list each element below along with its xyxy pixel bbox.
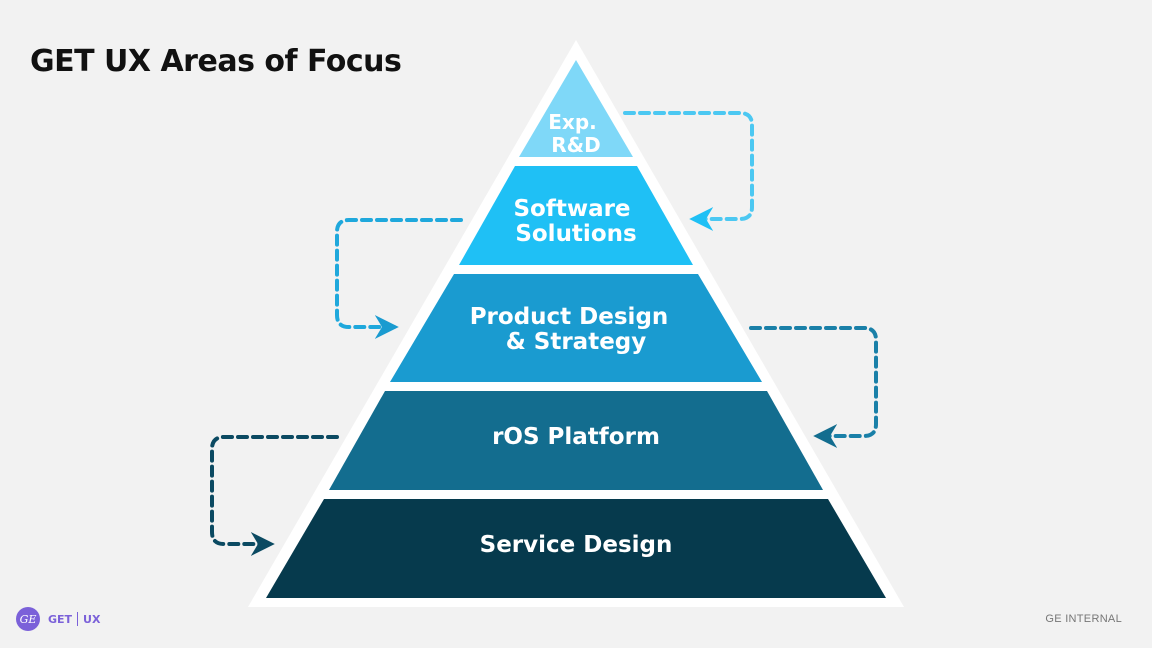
connector-product-to-ros	[749, 326, 878, 448]
ge-logo-icon: GE	[16, 607, 40, 631]
page-title: GET UX Areas of Focus	[30, 44, 402, 79]
tier-software-solutions	[459, 166, 693, 265]
brand-divider	[77, 612, 79, 626]
tier-ros-platform-label: rOS Platform	[492, 424, 660, 450]
tier-ros-platform	[329, 391, 823, 490]
tier-software-solutions-label: Software Solutions	[513, 196, 638, 247]
tier-product-design-strategy-label: Product Design & Strategy	[470, 304, 677, 355]
tier-exp-rd	[519, 60, 633, 157]
brand-left-text: GET	[48, 612, 73, 626]
connector-software-to-product	[335, 218, 463, 339]
tier-service-design	[266, 499, 886, 598]
classification-label: GE INTERNAL	[1045, 613, 1122, 625]
footer-brand: GE GET UX	[16, 607, 100, 631]
tier-service-design-label: Service Design	[480, 532, 673, 558]
connector-exp-to-software	[623, 111, 754, 231]
brand-right-text: UX	[83, 612, 101, 626]
tier-product-design-strategy	[390, 274, 762, 382]
tier-exp-rd-label: Exp. R&D	[548, 110, 603, 157]
brand-wordmark: GET UX	[48, 612, 100, 626]
connector-ros-to-service	[210, 435, 339, 556]
